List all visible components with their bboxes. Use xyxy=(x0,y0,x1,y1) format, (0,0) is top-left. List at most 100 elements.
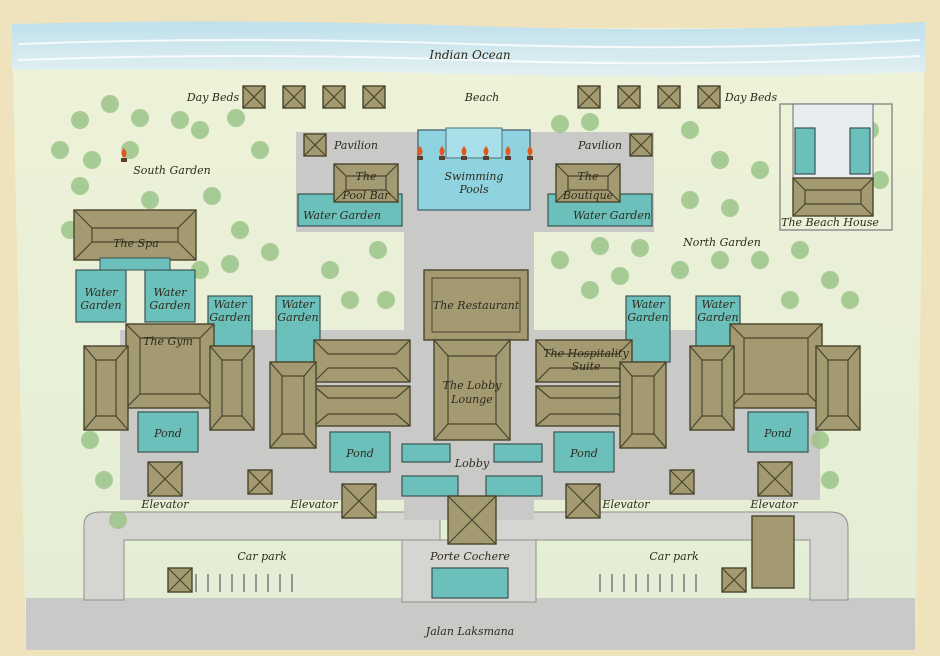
label-boutique-1: The xyxy=(578,170,599,183)
car-park-loop xyxy=(83,511,849,601)
label-wg-small-4-2: Garden xyxy=(697,311,738,324)
pond-1 xyxy=(137,411,199,453)
label-elevator-3: Elevator xyxy=(601,498,650,511)
label-north-garden: North Garden xyxy=(682,236,761,249)
label-ocean: Indian Ocean xyxy=(428,48,510,62)
tree-icon xyxy=(751,161,769,179)
tree-icon xyxy=(611,267,629,285)
beach-house xyxy=(779,103,893,231)
label-south-garden: South Garden xyxy=(133,164,210,177)
pool-deck xyxy=(445,127,503,159)
torch-icon xyxy=(505,146,511,160)
label-pools: Pools xyxy=(458,183,489,196)
tree-icon xyxy=(231,221,249,239)
tree-icon xyxy=(141,191,159,209)
tree-icon xyxy=(261,243,279,261)
tree-icon xyxy=(631,239,649,257)
tree-icon xyxy=(377,291,395,309)
label-wg-small-1-2: Garden xyxy=(209,311,250,324)
tree-icon xyxy=(681,191,699,209)
tree-icon xyxy=(591,237,609,255)
gym-building xyxy=(83,323,255,431)
label-water-garden-left: Water Garden xyxy=(303,209,381,222)
tree-icon xyxy=(203,187,221,205)
label-pool-bar-1: The xyxy=(356,170,377,183)
lobby-water-2 xyxy=(493,443,543,463)
label-street: Jalan Laksmana xyxy=(424,625,514,638)
day-bed-icon xyxy=(242,85,266,109)
porte-cochere-building xyxy=(447,495,497,545)
parking-stalls xyxy=(195,574,697,592)
label-car-park-right: Car park xyxy=(649,550,699,563)
tree-icon xyxy=(71,111,89,129)
label-lobby-lounge-2: Lounge xyxy=(450,393,493,406)
tree-icon xyxy=(51,141,69,159)
label-elevator-4: Elevator xyxy=(749,498,798,511)
water-garden-small-2 xyxy=(275,295,321,363)
label-wg-spa-right-1: Water xyxy=(153,286,187,299)
swimming-pool xyxy=(417,129,531,211)
label-restaurant: The Restaurant xyxy=(433,299,520,312)
tree-icon xyxy=(671,261,689,279)
water-garden-spa-right xyxy=(144,269,196,323)
guest-wing-left xyxy=(269,339,411,449)
label-wg-small-2-1: Water xyxy=(281,298,315,311)
guest-wing-right xyxy=(689,323,861,431)
tree-icon xyxy=(711,251,729,269)
tree-icon xyxy=(781,291,799,309)
tree-icon xyxy=(227,109,245,127)
porte-cochere-fountain xyxy=(431,567,509,599)
street-road xyxy=(26,598,915,650)
tree-icon xyxy=(721,199,739,217)
tree-icon xyxy=(791,241,809,259)
water-garden-small-3 xyxy=(625,295,671,363)
water-garden-spa-left xyxy=(75,269,127,323)
label-pavilion-right: Pavilion xyxy=(577,139,622,152)
label-pond-4: Pond xyxy=(763,427,792,440)
label-elevator-2: Elevator xyxy=(289,498,338,511)
lobby-water-3 xyxy=(401,475,459,497)
torch-icon xyxy=(527,146,533,160)
tree-icon xyxy=(711,151,729,169)
tree-icon xyxy=(581,113,599,131)
label-wg-small-3-2: Garden xyxy=(627,311,668,324)
label-car-park-left: Car park xyxy=(237,550,287,563)
tree-icon xyxy=(821,271,839,289)
day-bed-icon xyxy=(617,85,641,109)
tree-icon xyxy=(71,177,89,195)
lobby-water-4 xyxy=(485,475,543,497)
label-hospitality-1: The Hospitality xyxy=(543,347,629,360)
label-beach: Beach xyxy=(464,91,499,104)
label-lobby: Lobby xyxy=(454,457,490,470)
day-bed-icon xyxy=(697,85,721,109)
label-wg-small-4-1: Water xyxy=(701,298,735,311)
label-water-garden-right: Water Garden xyxy=(573,209,651,222)
tree-icon xyxy=(221,255,239,273)
tree-icon xyxy=(131,109,149,127)
day-bed-icon xyxy=(577,85,601,109)
day-bed-icon xyxy=(282,85,306,109)
label-wg-small-2-2: Garden xyxy=(277,311,318,324)
label-porte-cochere: Porte Cochere xyxy=(429,550,510,563)
small-service-box xyxy=(669,469,695,495)
label-wg-small-3-1: Water xyxy=(631,298,665,311)
tree-icon xyxy=(171,111,189,129)
label-beach-house: The Beach House xyxy=(781,216,879,229)
tree-icon xyxy=(95,471,113,489)
pond-2 xyxy=(329,431,391,473)
pond-4 xyxy=(747,411,809,453)
label-hospitality-2: Suite xyxy=(571,360,601,373)
water-garden-small-1 xyxy=(207,295,253,347)
day-bed-icon xyxy=(322,85,346,109)
pavilion-right xyxy=(629,133,653,157)
small-service-box xyxy=(247,469,273,495)
label-pavilion-left: Pavilion xyxy=(333,139,378,152)
lobby-lounge-building xyxy=(433,339,511,441)
pool-bar-building xyxy=(333,163,399,203)
label-wg-spa-left-2: Garden xyxy=(80,299,121,312)
car-park-booth xyxy=(167,567,193,593)
tree-icon xyxy=(551,115,569,133)
tree-icon xyxy=(341,291,359,309)
tree-icon xyxy=(681,121,699,139)
tree-icon xyxy=(821,471,839,489)
